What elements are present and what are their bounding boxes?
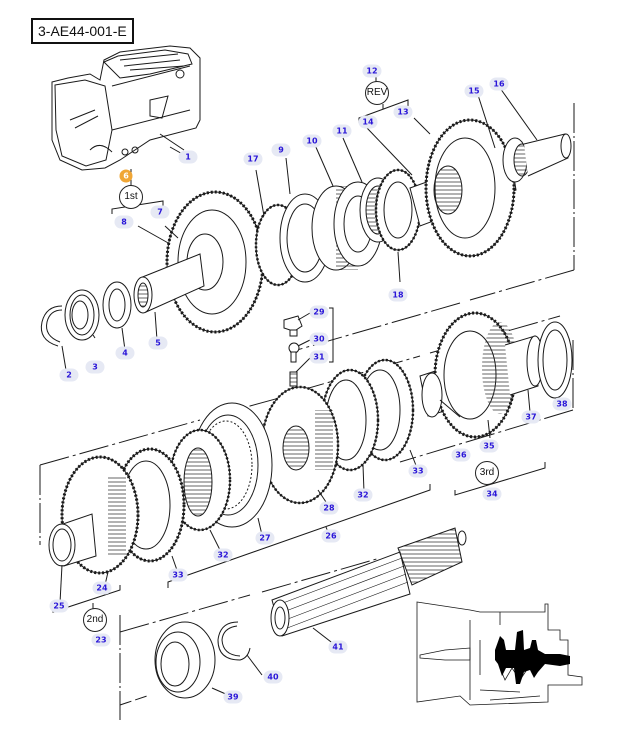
callout-8[interactable]: 8 xyxy=(114,215,134,229)
callout-28[interactable]: 28 xyxy=(319,501,339,515)
callout-39[interactable]: 39 xyxy=(223,690,243,704)
callout-38[interactable]: 38 xyxy=(552,397,572,411)
callout-37[interactable]: 37 xyxy=(521,410,541,424)
callout-40[interactable]: 40 xyxy=(263,670,283,684)
reference-code: 3-AE44-001-E xyxy=(31,18,134,44)
mainshaft-rear xyxy=(502,133,572,183)
callout-23[interactable]: 23 xyxy=(91,633,111,647)
upper-synchro-stack xyxy=(254,168,422,287)
callout-41[interactable]: 41 xyxy=(328,640,348,654)
callout-11[interactable]: 11 xyxy=(332,124,352,138)
callout-34[interactable]: 34 xyxy=(482,487,502,501)
group-2nd[interactable]: 2nd xyxy=(83,608,107,632)
callout-33-mid[interactable]: 33 xyxy=(408,464,428,478)
callout-15[interactable]: 15 xyxy=(464,84,484,98)
callout-12[interactable]: 12 xyxy=(362,64,382,78)
callout-35[interactable]: 35 xyxy=(479,439,499,453)
callout-4[interactable]: 4 xyxy=(115,346,135,360)
reverse-gear xyxy=(409,118,517,258)
mainshaft xyxy=(270,527,467,637)
bracket-3rd xyxy=(454,462,546,496)
lower-synchro xyxy=(114,428,232,563)
callout-30[interactable]: 30 xyxy=(309,332,329,346)
callout-14[interactable]: 14 xyxy=(358,115,378,129)
callout-6[interactable]: 6 xyxy=(119,169,133,183)
transmission-case xyxy=(51,45,201,171)
snap-ring-left xyxy=(40,305,63,347)
callout-9[interactable]: 9 xyxy=(271,143,291,157)
callout-17[interactable]: 17 xyxy=(243,152,263,166)
group-rev[interactable]: REV xyxy=(365,81,389,105)
callout-5[interactable]: 5 xyxy=(148,336,168,350)
bearing-left xyxy=(64,289,100,341)
callout-13[interactable]: 13 xyxy=(393,105,413,119)
callout-16[interactable]: 16 xyxy=(489,77,509,91)
callout-2[interactable]: 2 xyxy=(59,368,79,382)
synchro-hub-28 xyxy=(260,385,340,505)
callout-25[interactable]: 25 xyxy=(49,599,69,613)
bearing-39 xyxy=(154,621,216,699)
group-1st[interactable]: 1st xyxy=(119,185,143,209)
callout-29[interactable]: 29 xyxy=(309,305,329,319)
third-gear xyxy=(419,311,518,439)
bushing xyxy=(133,253,205,314)
callout-32-low[interactable]: 32 xyxy=(213,548,233,562)
washer xyxy=(102,281,132,329)
callout-7[interactable]: 7 xyxy=(150,205,170,219)
callout-10[interactable]: 10 xyxy=(302,134,322,148)
callout-36[interactable]: 36 xyxy=(451,448,471,462)
group-3rd[interactable]: 3rd xyxy=(475,461,499,485)
callout-1[interactable]: 1 xyxy=(178,150,198,164)
locator-shaft-highlight xyxy=(495,630,570,684)
second-gear xyxy=(48,455,140,575)
callout-24[interactable]: 24 xyxy=(92,581,112,595)
bracket-26-lower xyxy=(167,484,431,588)
callout-27[interactable]: 27 xyxy=(255,531,275,545)
callout-32-mid[interactable]: 32 xyxy=(353,488,373,502)
detent-parts xyxy=(283,315,303,387)
callout-26[interactable]: 26 xyxy=(321,529,341,543)
callout-33-low[interactable]: 33 xyxy=(168,568,188,582)
callout-3[interactable]: 3 xyxy=(85,360,105,374)
callout-18[interactable]: 18 xyxy=(388,288,408,302)
snap-ring-40 xyxy=(217,621,251,661)
callout-31[interactable]: 31 xyxy=(309,350,329,364)
bracket-26-top xyxy=(329,307,334,363)
